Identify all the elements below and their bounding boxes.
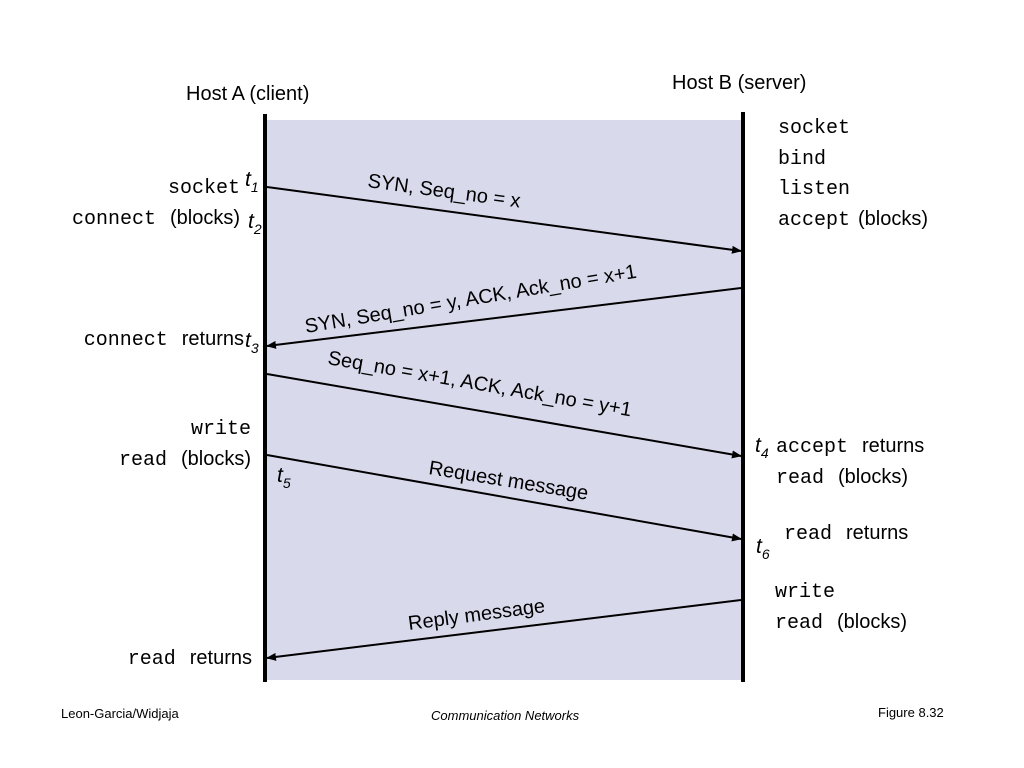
time-t1: t1 xyxy=(245,168,259,195)
client-read-call: read xyxy=(119,449,167,472)
server-read2-call: read xyxy=(775,612,823,635)
client-write-call: write xyxy=(191,418,251,441)
server-read-ret-call: read xyxy=(784,523,832,546)
ack-arrow xyxy=(266,373,742,459)
host-a-title: Host A (client) xyxy=(186,83,309,105)
server-read-line: read (blocks) xyxy=(776,466,908,490)
request-arrow xyxy=(266,454,742,542)
server-read-call: read xyxy=(776,467,824,490)
server-socket-call: socket xyxy=(778,117,850,140)
client-read-returns-line: read returns xyxy=(128,647,252,671)
client-connect-blocks: (blocks) xyxy=(170,207,240,229)
syn-arrow xyxy=(266,186,742,254)
time-t3-letter: t xyxy=(245,329,252,352)
client-connect-returns: returns xyxy=(182,328,244,350)
time-t5: t5 xyxy=(277,464,291,491)
client-read-blocks: (blocks) xyxy=(181,448,251,470)
server-read2-blocks: (blocks) xyxy=(837,611,907,633)
synack-arrow xyxy=(266,287,742,349)
time-t4-sub: 4 xyxy=(761,445,769,461)
footer-book: Communication Networks xyxy=(431,708,580,723)
time-t1-sub: 1 xyxy=(251,179,259,195)
client-connect-line: connect (blocks) xyxy=(72,207,240,231)
time-t1-letter: t xyxy=(245,168,252,191)
server-read2-line: read (blocks) xyxy=(775,611,907,635)
reply-arrow xyxy=(266,599,742,661)
client-read-returns: returns xyxy=(190,647,252,669)
footer-figure: Figure 8.32 xyxy=(878,705,944,720)
host-b-title: Host B (server) xyxy=(672,72,806,94)
server-read-returns: returns xyxy=(846,522,908,544)
server-accept-ret-call: accept xyxy=(776,436,848,459)
time-t6-letter: t xyxy=(756,535,763,558)
server-bind-call: bind xyxy=(778,148,826,171)
server-write-call: write xyxy=(775,581,835,604)
server-accept-returns: returns xyxy=(862,435,924,457)
server-accept-line: accept (blocks) xyxy=(778,208,928,232)
server-read-returns-line: read returns xyxy=(784,522,908,546)
time-t6: t6 xyxy=(756,535,770,562)
time-t4-letter: t xyxy=(755,434,762,457)
connection-band xyxy=(265,120,743,680)
client-socket-call: socket xyxy=(168,177,240,200)
time-t5-letter: t xyxy=(277,464,284,487)
time-t2-sub: 2 xyxy=(253,221,262,237)
time-t4: t4 xyxy=(755,434,769,461)
client-connect-call: connect xyxy=(72,208,156,231)
client-connect-ret-call: connect xyxy=(84,329,168,352)
time-t5-sub: 5 xyxy=(283,475,291,491)
server-accept-call: accept xyxy=(778,209,850,232)
client-read-line: read (blocks) xyxy=(119,448,251,472)
footer-authors: Leon-Garcia/Widjaja xyxy=(61,706,180,721)
time-t3-sub: 3 xyxy=(251,340,259,356)
client-connect-returns-line: connect returns xyxy=(84,328,244,352)
time-t3: t3 xyxy=(245,329,259,356)
time-t2-letter: t xyxy=(248,210,255,233)
time-t2: t2 xyxy=(248,210,262,237)
server-accept-returns-line: accept returns xyxy=(776,435,924,459)
server-listen-call: listen xyxy=(778,178,850,201)
client-read-ret-call: read xyxy=(128,648,176,671)
time-t6-sub: 6 xyxy=(762,546,770,562)
server-accept-blocks: (blocks) xyxy=(858,208,928,230)
server-read-blocks: (blocks) xyxy=(838,466,908,488)
